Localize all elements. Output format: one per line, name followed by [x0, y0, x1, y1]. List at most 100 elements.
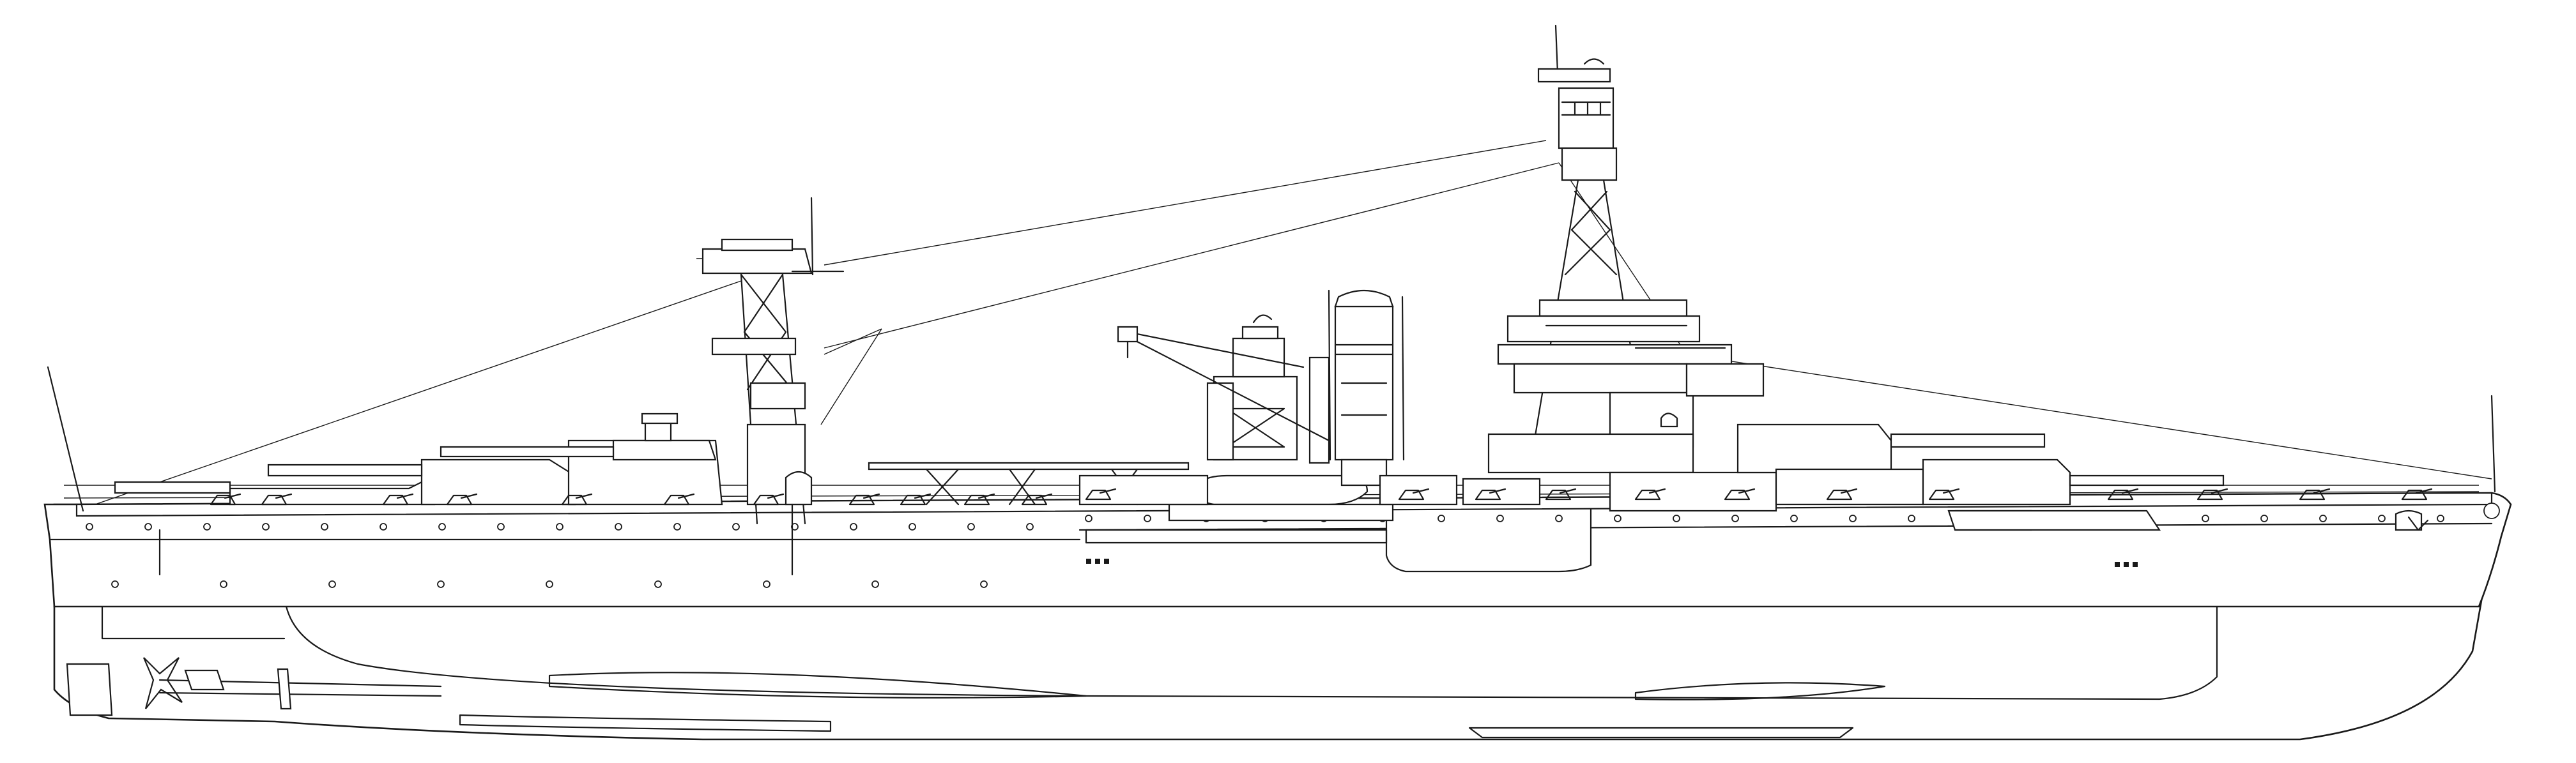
porthole [86, 523, 93, 531]
searchlight-platform [644, 420, 672, 442]
anti-aircraft-gun [1545, 488, 1577, 501]
hull-side [43, 492, 2512, 608]
porthole [1026, 523, 1034, 531]
porthole [1144, 515, 1151, 522]
porthole-lower [654, 580, 662, 588]
porthole [2319, 515, 2327, 522]
anti-aircraft-gun [1475, 488, 1506, 501]
porthole [1438, 515, 1445, 522]
searchlight-cap [1241, 326, 1279, 340]
bilge-keel-aft [1634, 682, 1886, 700]
porthole [850, 523, 857, 531]
bow-fairlead [2483, 502, 2500, 519]
anti-aircraft-gun [1085, 488, 1117, 501]
anti-aircraft-gun [753, 493, 785, 506]
steam-pipe [1328, 289, 1331, 461]
anti-aircraft-gun [663, 493, 695, 506]
porthole [1085, 515, 1092, 522]
anti-aircraft-gun [2299, 488, 2331, 501]
foremast-yard-arm [1583, 58, 1605, 65]
porthole [1908, 515, 1915, 522]
porthole [732, 523, 740, 531]
porthole [321, 523, 328, 531]
porthole [1849, 515, 1857, 522]
anti-aircraft-gun [1021, 493, 1053, 506]
shaft-bracket [277, 668, 292, 710]
deck-guns [210, 488, 2433, 506]
boat-deck-rail [868, 462, 1190, 471]
porthole [1673, 515, 1680, 522]
turret-group-aft [114, 412, 723, 506]
boat-cradle [1168, 503, 1394, 522]
porthole-lower [871, 580, 879, 588]
mainmast [702, 197, 845, 525]
porthole [1790, 515, 1798, 522]
anti-aircraft-gun [2401, 488, 2433, 501]
porthole [144, 523, 152, 531]
porthole [379, 523, 387, 531]
anti-aircraft-gun [1398, 488, 1430, 501]
foremast-crows-nest [1537, 68, 1611, 83]
bilge-keel-fwd [548, 672, 1087, 699]
amidships-deckhouse [1078, 474, 1209, 506]
anti-aircraft-gun [561, 493, 593, 506]
rudder [66, 663, 113, 716]
bow-anchor [2407, 516, 2429, 531]
anti-aircraft-gun [2107, 488, 2139, 501]
funnel-bands [1334, 344, 1394, 416]
foremast-searchlight [1660, 412, 1678, 428]
turret-no2 [1736, 423, 1892, 474]
amidships [868, 289, 1405, 522]
searchlight-tower-lattice [1225, 407, 1285, 448]
armored-citadel [1385, 503, 1592, 573]
porthole [2202, 515, 2209, 522]
docking-keel-fwd [459, 714, 832, 732]
anchor-hawse [2395, 510, 2423, 531]
mainmast-gun-tub [785, 471, 813, 506]
turret-no2-aft [612, 439, 717, 461]
foremast-topmast [1554, 24, 1559, 75]
turret-no2-fwd-guns [1890, 433, 2046, 448]
mainmast-platform [711, 337, 797, 356]
turret-no1-guns [2069, 474, 2225, 487]
hull-details [158, 503, 2138, 576]
anti-aircraft-gun [963, 493, 995, 506]
bridge-level-2 [1506, 315, 1701, 343]
crane-hook-block [1117, 326, 1138, 343]
turret-no3 [420, 458, 576, 506]
foremast-top-windows [1561, 101, 1611, 116]
foremast [1487, 24, 1765, 474]
turret-no2-barbette [1609, 471, 1777, 512]
mainmast-spotting-top [721, 238, 793, 252]
porthole [2378, 515, 2386, 522]
anti-aircraft-gun [900, 493, 931, 506]
bridge-side-platform [1685, 363, 1765, 397]
jack-staff [47, 366, 84, 512]
searchlight [641, 412, 678, 425]
flag-staffs [47, 366, 2496, 512]
porthole [1731, 515, 1739, 522]
porthole [967, 523, 975, 531]
porthole [1614, 515, 1621, 522]
ensign-staff [2490, 395, 2496, 493]
turret-no4-guns [114, 481, 231, 494]
porthole [908, 523, 916, 531]
propeller-outer [142, 657, 183, 709]
turret-no4 [229, 474, 436, 506]
turret-no1 [1922, 458, 2071, 506]
porthole-lower [763, 580, 770, 588]
porthole [615, 523, 622, 531]
shaft-strut [184, 669, 225, 691]
anti-aircraft-gun [848, 493, 880, 506]
foremast-lattice [1564, 190, 1618, 276]
mainmast-foretop [702, 248, 813, 275]
crane-post [1308, 356, 1330, 464]
porthole-lower [437, 580, 445, 588]
anti-aircraft-gun [1826, 488, 1858, 501]
porthole [497, 523, 505, 531]
turret-no3-guns [267, 464, 423, 477]
funnel-cap [1334, 289, 1394, 308]
anti-aircraft-gun [446, 493, 478, 506]
bridge-level-3 [1513, 363, 1688, 394]
